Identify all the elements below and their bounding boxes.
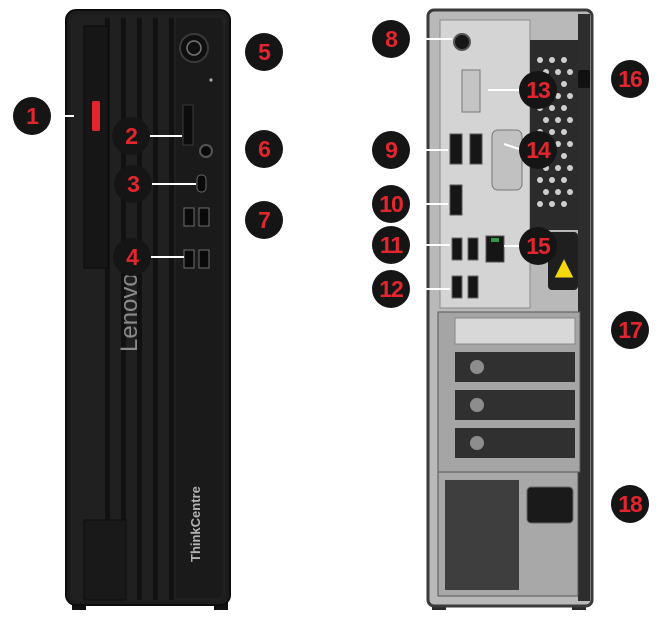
psu-vent	[445, 480, 519, 590]
power-button	[179, 33, 209, 63]
front-series-text: ThinkCentre	[188, 486, 203, 562]
callout-18: 18	[611, 485, 649, 523]
front-usb-a-ports	[183, 207, 210, 269]
front-ridges	[105, 18, 174, 600]
callout-11: 11	[372, 226, 410, 264]
optical-drive-bay	[83, 25, 109, 269]
card-reader-slot	[182, 104, 194, 146]
callout-5: 5	[245, 33, 283, 71]
callout-17: 17	[611, 311, 649, 349]
callout-12: 12	[372, 270, 410, 308]
callout-16: 16	[611, 60, 649, 98]
callout-15: 15	[519, 227, 557, 265]
headset-jack	[199, 144, 213, 158]
callout-14: 14	[519, 131, 557, 169]
callout-3: 3	[114, 165, 152, 203]
warning-label-icon	[553, 256, 575, 279]
optional-display-port	[469, 133, 483, 165]
callout-13: 13	[519, 71, 557, 109]
rear-usb-ports	[451, 237, 479, 299]
rear-audio-jack	[453, 33, 471, 51]
callout-1: 1	[13, 97, 51, 135]
callout-8: 8	[372, 20, 410, 58]
optional-port-plate	[461, 69, 481, 113]
optical-drive-eject-button	[92, 101, 100, 131]
callout-10: 10	[372, 185, 410, 223]
leader-lines	[54, 38, 523, 290]
front-brand-text: Lenovo	[116, 273, 143, 352]
callout-4: 4	[113, 238, 151, 276]
hdmi-port	[449, 133, 463, 165]
displayport-port	[449, 184, 463, 216]
callout-9: 9	[372, 131, 410, 169]
callout-6: 6	[245, 130, 283, 168]
front-view: Lenovo ThinkCentre	[65, 9, 231, 610]
callout-2: 2	[112, 117, 150, 155]
usb-c-port	[196, 174, 207, 193]
callout-7: 7	[245, 201, 283, 239]
rear-view	[426, 8, 594, 610]
security-slot	[578, 70, 590, 88]
power-connector	[526, 486, 574, 524]
ethernet-port	[485, 235, 505, 263]
